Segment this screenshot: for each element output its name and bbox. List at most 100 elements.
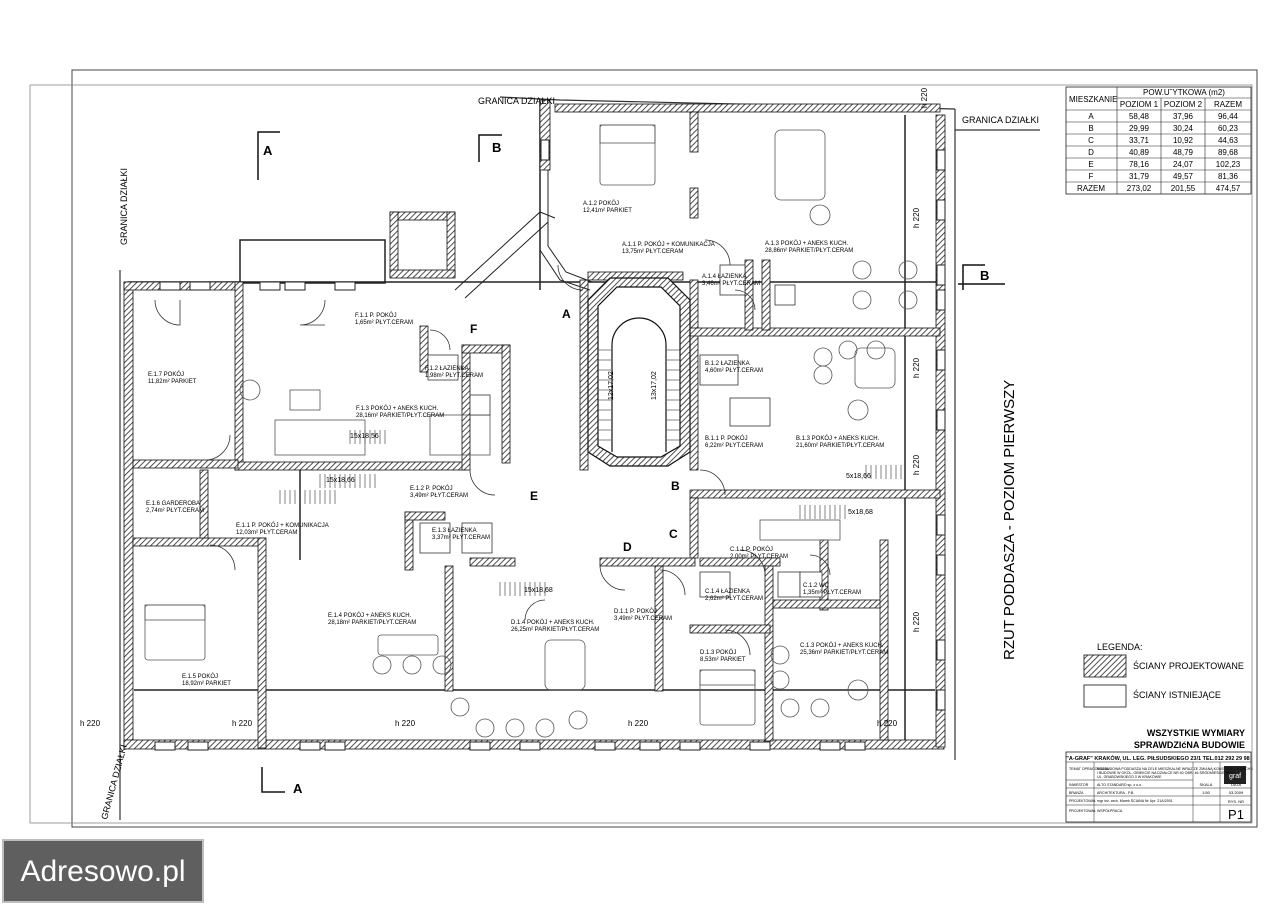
- room-area-label: 1,98m² PŁYT.CERAM: [425, 373, 483, 379]
- stair-dimension-label: 15x18,68: [524, 587, 553, 594]
- room-area-label: 13,75m² PŁYT.CERAM: [622, 249, 683, 255]
- room-label: C.1.2 WC: [803, 583, 830, 589]
- drawing-title: RZUT PODDASZA - POZIOM PIERWSZY: [1001, 380, 1018, 660]
- room-label: A.1.3 POKÓJ + ANEKS KUCH.: [765, 240, 849, 247]
- room-area-label: 28,86m² PARKIET/PŁYT.CERAM: [765, 248, 853, 254]
- area-table-cell: 37,96: [1173, 112, 1194, 121]
- sheet-number: P1: [1228, 807, 1244, 822]
- boundary-label-bottom-left: GRANICA DZIAŁKI: [99, 744, 129, 821]
- section-marker-a-top: A: [263, 143, 273, 158]
- height-label: h 220: [912, 207, 921, 228]
- area-table-cell: 49,57: [1173, 172, 1194, 181]
- area-table-cell: E: [1088, 160, 1093, 169]
- room-area-label: 3,49m² PŁYT.CERAM: [614, 616, 672, 622]
- room-label: E.1.1 P. POKÓJ + KOMUNIKACJA: [236, 522, 329, 529]
- room-area-label: 11,82m² PARKIET: [148, 379, 197, 385]
- room-label: B.1.2 ŁAZIENKA: [705, 361, 750, 367]
- stair-dimension-label: 5x18,66: [846, 473, 871, 480]
- area-table-cell: 33,71: [1129, 136, 1150, 145]
- legend-title: LEGENDA:: [1097, 642, 1143, 652]
- room-label: C.1.1 P. POKÓJ: [730, 546, 773, 553]
- area-table-cell: 29,99: [1129, 124, 1150, 133]
- legend-label-existing: ŚCIANY ISTNIEJĄCE: [1133, 689, 1221, 700]
- area-table-cell: 201,55: [1171, 184, 1196, 193]
- legend-label-designed: ŚCIANY PROJEKTOWANE: [1133, 660, 1244, 671]
- area-table-cell: D: [1088, 148, 1094, 157]
- title-block-row-value: mgr inż. arch. Marek ŚCIANA Nr Upr. 21A/…: [1097, 798, 1173, 803]
- room-label: E.1.2 P. POKÓJ: [410, 485, 453, 492]
- room-label: A.1.1 P. POKÓJ + KOMUNIKACJA: [622, 241, 715, 248]
- stair-treads: [279, 349, 902, 596]
- area-table-cell: 60,23: [1218, 124, 1239, 133]
- area-table-cell: 78,16: [1129, 160, 1150, 169]
- area-table-cell: RAZEM: [1077, 184, 1105, 193]
- area-table-cell: A: [1088, 112, 1094, 121]
- room-area-label: 18,92m² PARKIET: [182, 681, 231, 687]
- room-area-label: 12,03m² PŁYT.CERAM: [236, 530, 297, 536]
- door-swings: [154, 239, 831, 656]
- room-area-label: 28,18m² PARKIET/PŁYT.CERAM: [328, 620, 416, 626]
- room-label: D.1.1 P. POKÓJ: [614, 608, 657, 615]
- room-label: A.1.2 POKÓJ: [583, 200, 619, 207]
- furniture: [144, 124, 918, 738]
- watermark-badge: Adresowo.pl: [2, 839, 204, 903]
- title-block-row-value: UL. GRABOWSKIEGO 3 W KRAKOWIE: [1097, 775, 1162, 779]
- title-block-row-label: INWESTOR: [1069, 783, 1089, 787]
- area-table-cell: B: [1088, 124, 1093, 133]
- section-marker-b-right: B: [980, 268, 989, 283]
- room-area-label: 1,65m² PŁYT.CERAM: [355, 320, 413, 326]
- area-table-cell: 89,68: [1218, 148, 1239, 157]
- title-block-row-value: ARCHITEKTURA - P.B.: [1097, 791, 1134, 795]
- stair-dimension-label: 13x17,02: [651, 371, 658, 400]
- area-table-cell: 58,48: [1129, 112, 1150, 121]
- room-label: B.1.1 P. POKÓJ: [705, 435, 748, 442]
- entrance-letter-b: B: [671, 479, 680, 493]
- room-area-label: 1,35m² PŁYT.CERAM: [803, 590, 861, 596]
- title-block-row-label: PROJEKTOWAŁ WSPÓŁPRACA: [1069, 808, 1123, 813]
- room-area-label: 21,60m² PARKIET/PŁYT.CERAM: [796, 443, 884, 449]
- height-label: h 220: [912, 611, 921, 632]
- room-label: E.1.5 POKÓJ: [182, 673, 218, 680]
- firm-logo-text: graf: [1229, 773, 1241, 780]
- date-value: 03.2009: [1229, 790, 1244, 795]
- area-table-cell: 44,63: [1218, 136, 1239, 145]
- watermark-text: Adresowo.pl: [20, 855, 186, 888]
- title-block: "A-GRAF" KRAKÓW, UL. LEG. PIŁSUDSKIEGO 2…: [1065, 751, 1253, 823]
- room-area-label: 25,36m² PARKIET/PŁYT.CERAM: [800, 650, 888, 656]
- area-table-group-header: POW.U˘YTKOWA (m2): [1143, 88, 1225, 97]
- room-label: E.1.3 ŁAZIENKA: [432, 528, 477, 534]
- room-area-label: 3,37m² PŁYT.CERAM: [432, 535, 490, 541]
- room-label: C.1.3 POKÓJ + ANEKS KUCH.: [800, 642, 884, 649]
- stair-dimension-label: 15x18,66: [326, 477, 355, 484]
- area-table-subheader: RAZEM: [1214, 100, 1242, 109]
- legend-swatch-designed: [1083, 654, 1127, 678]
- room-label: E.1.4 POKÓJ + ANEKS KUCH.: [328, 612, 412, 619]
- room-label: A.1.4 ŁAZIENKA: [702, 274, 747, 280]
- room-area-label: 28,16m² PARKIET/PŁYT.CERAM: [356, 413, 444, 419]
- room-label: D.1.4 POKÓJ + ANEKS KUCH.: [511, 619, 595, 626]
- area-table-cell: 40,89: [1129, 148, 1150, 157]
- bathroom-fixtures: [419, 264, 823, 598]
- room-area-label: 4,60m² PŁYT.CERAM: [705, 368, 763, 374]
- entrance-letter-e: E: [530, 489, 538, 503]
- room-area-label: 3,46m² PŁYT.CERAM: [702, 281, 760, 287]
- boundary-label-left: GRANICA DZIAŁKI: [119, 168, 129, 245]
- area-table-cell: 10,92: [1173, 136, 1194, 145]
- room-area-label: 3,49m² PŁYT.CERAM: [410, 493, 468, 499]
- room-label: C.1.4 ŁAZIENKA: [705, 589, 750, 595]
- height-labels: h 220 h 220 h 220 h 220 h 220 h 220 h 22…: [80, 87, 929, 728]
- room-area-label: 6,22m² PŁYT.CERAM: [705, 443, 763, 449]
- sheet-inner-frame: [29, 84, 1253, 824]
- area-table-cell: 102,23: [1216, 160, 1241, 169]
- boundary-label-right: GRANICA DZIAŁKI: [962, 115, 1039, 125]
- title-block-row-value: ALTO STANDARD sp. z o.o.: [1097, 783, 1142, 787]
- date-label: DATA: [1231, 782, 1241, 787]
- room-label: F.1.2 ŁAZIENKA: [425, 366, 469, 372]
- area-table-cell: 30,24: [1173, 124, 1194, 133]
- room-area-label: 26,25m² PARKIET/PŁYT.CERAM: [511, 627, 599, 633]
- title-block-row-value: I BUDOWIE W OKOL. OBIEKCIE NA DZIAŁCE NR…: [1097, 770, 1236, 775]
